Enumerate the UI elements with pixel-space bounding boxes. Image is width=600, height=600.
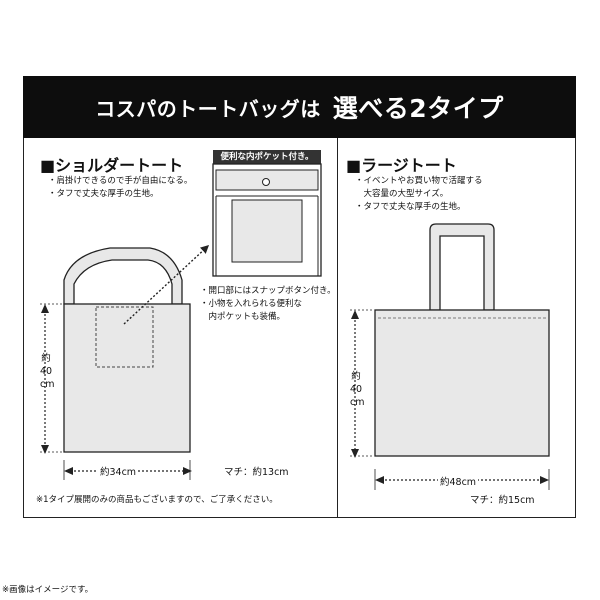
pocket-note-2: ・小物を入れられる便利な — [200, 299, 303, 309]
shoulder-feature-2: ・タフで丈夫な厚手の生地。 — [48, 189, 159, 199]
large-width-label: 約48cm — [438, 474, 479, 488]
large-handle — [429, 223, 495, 311]
large-feature-1: ・イベントやお買い物で活躍する — [355, 176, 483, 186]
height-value: 40 — [40, 366, 53, 377]
shoulder-inner-pocket — [95, 306, 154, 368]
column-divider — [337, 138, 338, 518]
large-feature-3: ・タフで丈夫な厚手の生地。 — [355, 202, 466, 212]
shoulder-height-label: 約 40 cm — [40, 352, 55, 391]
shoulder-gusset-label: マチ：約13cm — [224, 467, 289, 478]
headline-banner: コスパのトートバッグは 選べる2タイプ — [23, 76, 576, 138]
footnote: ※1タイプ展開のみの商品もございますので、ご了承ください。 — [36, 495, 278, 505]
large-gusset-label: マチ：約15cm — [470, 495, 535, 506]
pocket-note-1: ・開口部にはスナップボタン付き。 — [200, 286, 336, 296]
large-bag-body — [374, 309, 550, 457]
image-note: ※画像はイメージです。 — [2, 585, 94, 595]
shoulder-strap — [63, 247, 183, 305]
pocket-note-3: 内ポケットも装備。 — [200, 312, 286, 322]
shoulder-bag-body — [63, 303, 191, 453]
height-value: 40 — [350, 384, 363, 395]
banner-prefix: コスパのトートバッグは — [95, 96, 321, 121]
banner-highlight: 選べる2タイプ — [332, 94, 504, 123]
height-prefix: 約 — [351, 371, 361, 382]
large-height-label: 約 40 cm — [350, 370, 365, 409]
large-title: ■ラージトート — [346, 156, 457, 175]
shoulder-width-label: 約34cm — [98, 464, 139, 478]
height-unit: cm — [350, 397, 365, 408]
height-unit: cm — [40, 379, 55, 390]
large-feature-2: 大容量の大型サイズ。 — [355, 189, 449, 199]
height-prefix: 約 — [41, 353, 51, 364]
snap-button-icon — [262, 178, 270, 186]
shoulder-title: ■ショルダートート — [40, 156, 184, 175]
shoulder-feature-1: ・肩掛けできるので手が自由になる。 — [48, 176, 193, 186]
pocket-badge: 便利な内ポケット付き。 — [213, 150, 321, 164]
